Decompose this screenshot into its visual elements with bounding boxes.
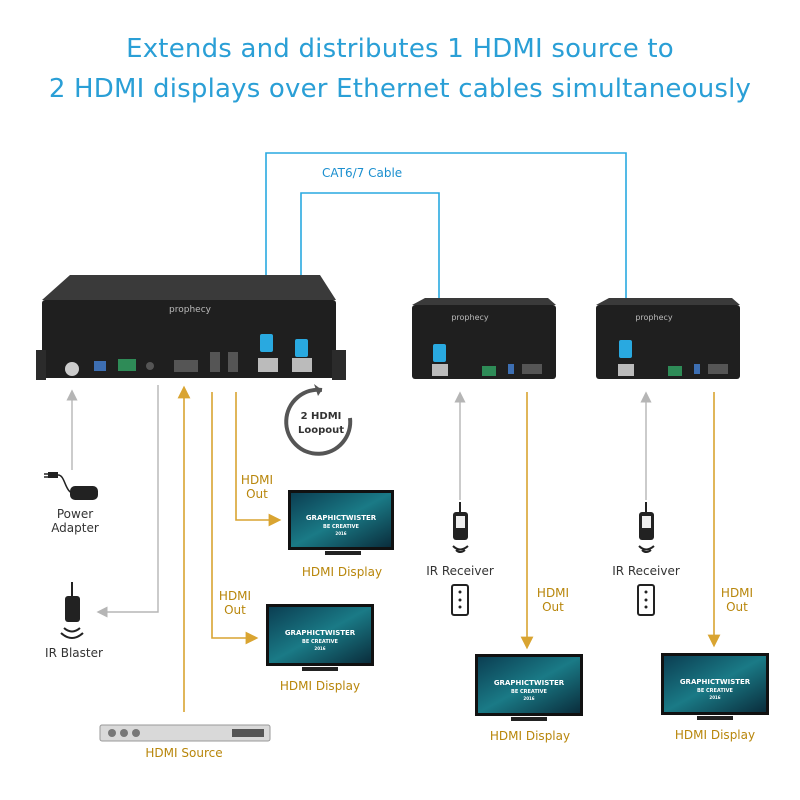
receiver-device-2	[596, 298, 740, 379]
screen-4-tag: 2016	[709, 695, 720, 700]
ir-receiver-label-2: IR Receiver	[612, 564, 680, 578]
screen-4-title: GRAPHICTWISTER	[680, 678, 751, 686]
hdmi-display-label-4: HDMI Display	[674, 728, 756, 742]
hdmi-display-label-2: HDMI Display	[279, 679, 361, 693]
hdmi-out-label-3-line-1: HDMI	[536, 586, 570, 600]
ir-blaster-icon	[60, 582, 84, 639]
hdmi-out-label-2-line-2: Out	[224, 603, 246, 617]
hdmi-out-label-2: HDMI Out	[218, 589, 252, 617]
loopout-line-2: Loopout	[298, 425, 344, 436]
hdmi-display-label-3: HDMI Display	[489, 729, 571, 743]
rj45-plugs	[260, 334, 632, 362]
hdmi-out-label-4: HDMI Out	[720, 586, 754, 614]
power-adapter-label-line-1: Power	[56, 507, 94, 521]
screen-3-tag: 2016	[523, 696, 534, 701]
hdmi-display-1	[288, 490, 394, 555]
screen-1-tag: 2016	[335, 531, 346, 536]
screen-2-title: GRAPHICTWISTER	[285, 629, 356, 637]
screen-1-title: GRAPHICTWISTER	[306, 514, 377, 522]
receiver-1-brand: prophecy	[451, 313, 489, 322]
hdmi-display-4	[661, 653, 769, 720]
receiver-device-1	[412, 298, 556, 379]
hdmi-display-2	[266, 604, 374, 671]
cable-label: CAT6/7 Cable	[322, 166, 403, 180]
power-adapter-label: Power Adapter	[42, 507, 108, 535]
ir-receiver-icon-2	[638, 502, 655, 553]
headline-line-1: Extends and distributes 1 HDMI source to	[126, 34, 674, 64]
remote-icon-1	[451, 584, 469, 616]
hdmi-out-label-4-line-2: Out	[726, 600, 748, 614]
hdmi-source-label: HDMI Source	[145, 746, 223, 760]
headline-line-2: 2 HDMI displays over Ethernet cables sim…	[48, 74, 752, 104]
ir-blaster-label: IR Blaster	[45, 646, 103, 660]
cat-cable-2	[300, 192, 440, 345]
cat-cable-1	[265, 152, 627, 340]
hdmi-display-3	[475, 654, 583, 721]
hdmi-source-device	[99, 724, 271, 742]
hdmi-out-label-1-line-1: HDMI	[240, 473, 274, 487]
screen-3-title: GRAPHICTWISTER	[494, 679, 565, 687]
ir-receiver-icon-1	[452, 502, 469, 553]
hdmi-out-label-4-line-1: HDMI	[720, 586, 754, 600]
screen-2-sub: BE CREATIVE	[302, 639, 339, 645]
loopout-badge	[284, 384, 353, 456]
remote-icon-2	[637, 584, 655, 616]
loopout-line-1: 2 HDMI	[301, 411, 342, 422]
screen-3-sub: BE CREATIVE	[511, 689, 548, 695]
transmitter-device	[36, 275, 346, 380]
ir-lines	[66, 385, 652, 618]
screen-4-sub: BE CREATIVE	[697, 688, 734, 694]
hdmi-out-label-3: HDMI Out	[536, 586, 570, 614]
transmitter-brand: prophecy	[169, 305, 212, 315]
receiver-2-brand: prophecy	[635, 313, 673, 322]
hdmi-out-label-2-line-1: HDMI	[218, 589, 252, 603]
ir-receiver-label-1: IR Receiver	[426, 564, 494, 578]
hdmi-display-label-1: HDMI Display	[301, 565, 383, 579]
hdmi-out-label-1-line-2: Out	[246, 487, 268, 501]
cat-cables	[265, 152, 627, 345]
hdmi-out-label-1: HDMI Out	[240, 473, 274, 501]
hdmi-lines	[177, 385, 721, 712]
power-adapter-label-line-2: Adapter	[51, 521, 99, 535]
hdmi-out-label-3-line-2: Out	[542, 600, 564, 614]
power-adapter-icon	[44, 472, 98, 500]
screen-2-tag: 2016	[314, 646, 325, 651]
screen-1-sub: BE CREATIVE	[323, 524, 360, 530]
